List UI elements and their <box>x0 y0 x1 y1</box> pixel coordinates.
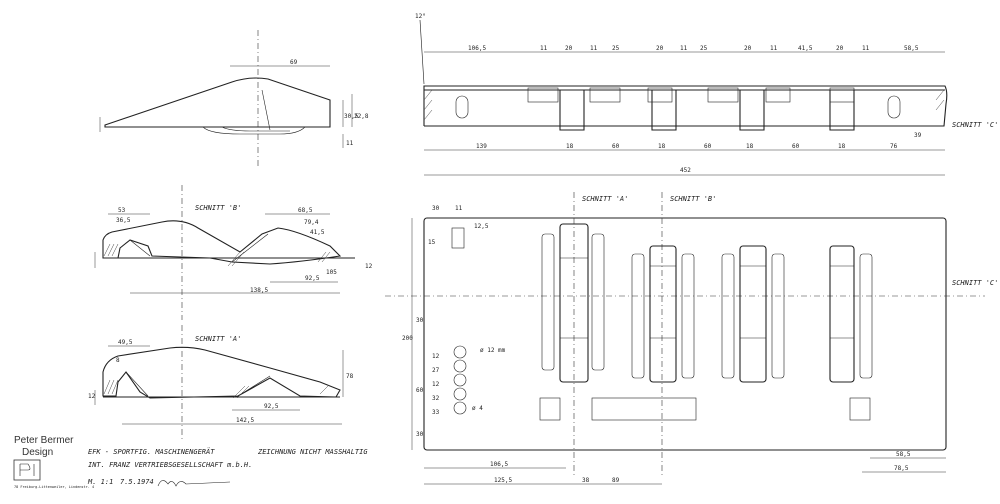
svg-text:18: 18 <box>658 143 666 150</box>
svg-text:32: 32 <box>432 395 440 402</box>
svg-text:106,5: 106,5 <box>490 461 508 468</box>
date-note: 7.5.1974 <box>120 478 154 486</box>
side-dim-width: 69 <box>290 59 298 66</box>
remark-note: ZEICHNUNG NICHT MASSHALTIG <box>257 448 368 456</box>
section-a-dim-78: 78 <box>346 373 354 380</box>
svg-text:18: 18 <box>746 143 754 150</box>
section-c-view: 12° SCHNITT 'C' 39 106,5 11 20 11 25 20 … <box>415 13 998 151</box>
scale-note: M. 1:1 <box>87 478 113 486</box>
svg-text:60: 60 <box>416 387 424 394</box>
section-a-dim-8: 8 <box>116 357 120 364</box>
plan-section-a-label: SCHNITT 'A' <box>582 195 628 203</box>
plan-radius-dim: ø 4 <box>472 405 483 412</box>
section-b-dim-105: 105 <box>326 269 337 276</box>
title-block-notes: EFK - SPORTFIG. MASCHINENGERÄT INT. FRAN… <box>87 447 368 487</box>
logo-mark-icon <box>13 459 41 481</box>
svg-text:106,5: 106,5 <box>468 45 486 52</box>
svg-text:25: 25 <box>612 45 620 52</box>
svg-text:60: 60 <box>704 143 712 150</box>
svg-text:20: 20 <box>565 45 573 52</box>
svg-text:27: 27 <box>432 367 440 374</box>
svg-text:12: 12 <box>432 353 440 360</box>
section-b-dim-36-5: 36,5 <box>116 217 131 224</box>
svg-text:30: 30 <box>416 431 424 438</box>
plan-bottom-dims: 106,5 125,5 38 89 58,5 78,5 <box>490 451 911 484</box>
svg-text:76: 76 <box>890 143 898 150</box>
svg-text:60: 60 <box>612 143 620 150</box>
svg-text:60: 60 <box>792 143 800 150</box>
side-dim-bottom: 11 <box>346 140 354 147</box>
svg-text:38: 38 <box>582 477 590 484</box>
svg-text:11: 11 <box>862 45 870 52</box>
svg-text:ø 12 mm: ø 12 mm <box>480 347 506 354</box>
section-b-dim-138-5: 138,5 <box>250 287 268 294</box>
section-b-view: SCHNITT 'B' 53 36,5 68,5 79,4 41,5 92,5 … <box>94 185 373 320</box>
plan-hole-dims: 12 27 12 32 33 ø 12 mm <box>432 347 506 416</box>
description-line-2: INT. FRANZ VERTRIEBSGESELLSCHAFT m.b.H. <box>88 461 252 469</box>
section-c-angle: 12° <box>415 13 426 20</box>
section-b-dim-92-5: 92,5 <box>305 275 320 282</box>
svg-text:20: 20 <box>656 45 664 52</box>
plan-section-b-label: SCHNITT 'B' <box>670 195 716 203</box>
section-a-title: SCHNITT 'A' <box>195 335 241 343</box>
section-a-view: SCHNITT 'A' 49,5 8 78 92,5 142,5 12 <box>88 325 354 440</box>
svg-text:41,5: 41,5 <box>798 45 813 52</box>
section-a-dim-12: 12 <box>88 393 96 400</box>
section-c-side-dim: 39 <box>914 132 922 139</box>
plan-view: 452 SCHNITT 'C' SCHNITT 'A' SCHNITT 'B' … <box>385 167 998 485</box>
section-b-dim-79-4: 79,4 <box>304 219 319 226</box>
side-dim-height-a: 30,5 <box>344 113 359 120</box>
svg-text:25: 25 <box>700 45 708 52</box>
svg-text:58,5: 58,5 <box>904 45 919 52</box>
plan-small-dim-11: 11 <box>455 205 463 212</box>
svg-text:18: 18 <box>566 143 574 150</box>
svg-text:125,5: 125,5 <box>494 477 512 484</box>
svg-text:30: 30 <box>416 317 424 324</box>
section-b-dim-68-5: 68,5 <box>298 207 313 214</box>
svg-text:58,5: 58,5 <box>896 451 911 458</box>
logo-address: 78 Freiburg-Littenweiler, Lindenstr. 4 <box>14 485 94 489</box>
svg-text:33: 33 <box>432 409 440 416</box>
svg-text:139: 139 <box>476 143 487 150</box>
logo-line-2: Design <box>22 447 53 458</box>
section-a-dim-142-5: 142,5 <box>236 417 254 424</box>
section-c-bottom-dims: 139 18 60 18 60 18 60 18 76 <box>476 143 898 150</box>
section-c-label: SCHNITT 'C' <box>952 121 998 129</box>
signature-icon <box>157 480 231 487</box>
svg-text:78,5: 78,5 <box>894 465 909 472</box>
svg-text:18: 18 <box>838 143 846 150</box>
side-dim-height-b: 22,8 <box>354 113 369 120</box>
description-line-1: EFK - SPORTFIG. MASCHINENGERÄT <box>88 447 215 456</box>
svg-text:20: 20 <box>836 45 844 52</box>
designer-logo: Peter Bermer Design 78 Freiburg-Littenwe… <box>13 435 94 489</box>
plan-dim-height: 200 <box>402 335 413 342</box>
plan-section-c-label: SCHNITT 'C' <box>952 279 998 287</box>
plan-dim-width: 452 <box>680 167 691 174</box>
plan-small-dim-15: 15 <box>428 239 436 246</box>
svg-text:12: 12 <box>432 381 440 388</box>
svg-text:11: 11 <box>590 45 598 52</box>
plan-left-dims: 30 60 30 <box>416 317 424 438</box>
section-b-angle: 12 <box>365 263 373 270</box>
svg-text:11: 11 <box>540 45 548 52</box>
section-b-dim-53: 53 <box>118 207 126 214</box>
plan-small-dim-30: 30 <box>432 205 440 212</box>
section-b-title: SCHNITT 'B' <box>195 204 241 212</box>
logo-line-1: Peter Bermer <box>14 435 74 446</box>
svg-text:20: 20 <box>744 45 752 52</box>
side-view: 69 30,5 22,8 11 <box>99 30 369 168</box>
section-b-dim-41-5: 41,5 <box>310 229 325 236</box>
svg-text:11: 11 <box>680 45 688 52</box>
plan-small-dim-12-5: 12,5 <box>474 223 489 230</box>
section-a-dim-49-5: 49,5 <box>118 339 133 346</box>
section-a-dim-92-5: 92,5 <box>264 403 279 410</box>
section-c-top-dims: 106,5 11 20 11 25 20 11 25 20 11 41,5 20… <box>468 45 919 52</box>
svg-text:89: 89 <box>612 477 620 484</box>
svg-text:11: 11 <box>770 45 778 52</box>
